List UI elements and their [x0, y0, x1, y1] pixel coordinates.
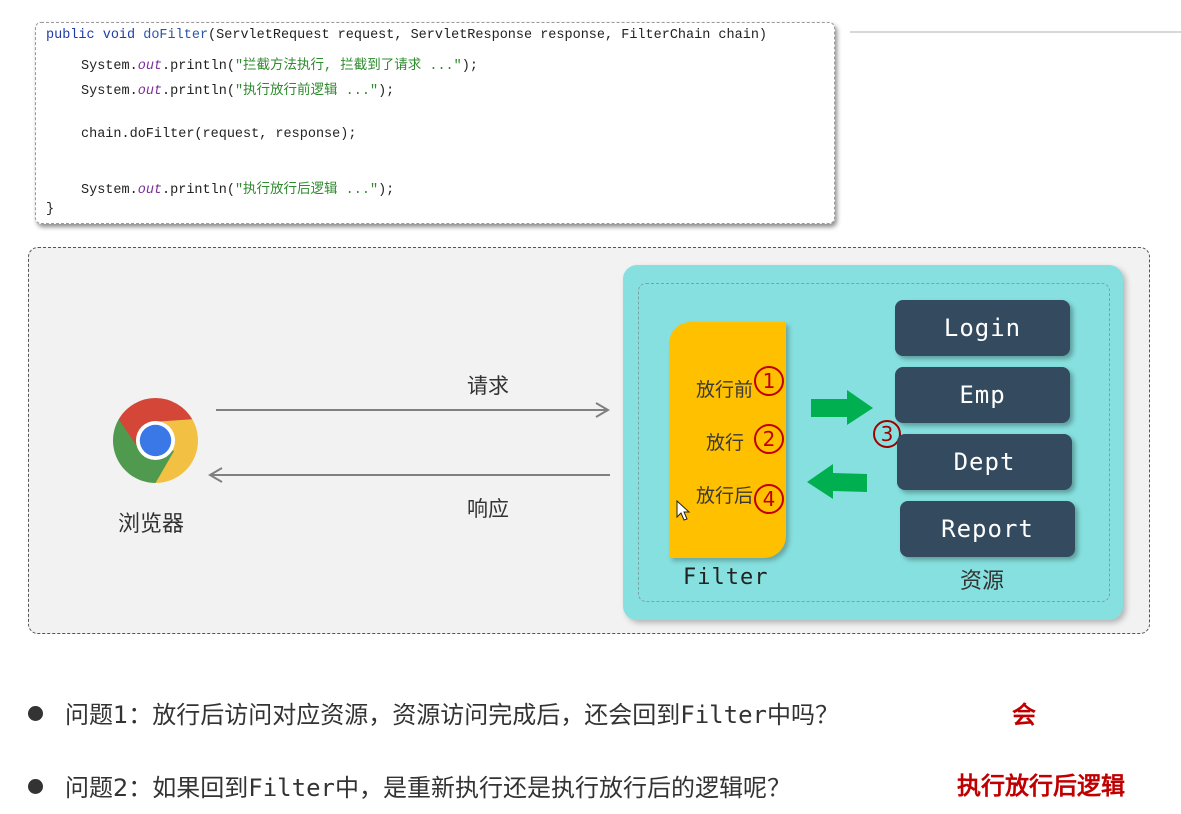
question-2-filter: Filter [248, 774, 335, 802]
bullet-icon [28, 705, 43, 721]
resource-report[interactable]: Report [900, 501, 1075, 557]
code-string: "执行放行前逻辑 ..." [234, 84, 379, 99]
code-string: "拦截方法执行, 拦截到了请求 ..." [234, 59, 462, 74]
bullet-icon [28, 778, 43, 794]
server-inner-frame [638, 283, 1110, 602]
method-name: doFilter [143, 28, 209, 43]
question-1-prefix: 问题1：放行后访问对应资源，资源访问完成后，还会回到 [65, 701, 681, 729]
code-mid: .println( [162, 59, 235, 74]
request-arrow [216, 402, 610, 418]
code-mid: .println( [162, 183, 235, 198]
code-line-3: chain.doFilter(request, response); [81, 127, 357, 142]
code-suffix: ); [461, 59, 478, 74]
chrome-icon [113, 398, 198, 483]
code-closing-brace: } [46, 202, 55, 217]
code-line-2: System.out.println("执行放行前逻辑 ..."); [81, 78, 394, 99]
filter-step-before: 放行前 [696, 379, 754, 401]
code-prefix: System. [81, 84, 138, 99]
resources-label: 资源 [960, 569, 1005, 594]
question-1-filter: Filter [680, 701, 767, 729]
step-number-4: 4 [754, 484, 784, 514]
code-mid: .println( [162, 84, 235, 99]
code-suffix: ); [378, 84, 395, 99]
filter-step-after: 放行后 [696, 485, 754, 507]
code-suffix: ); [378, 183, 395, 198]
step-number-3: 3 [873, 420, 901, 448]
code-out: out [137, 183, 163, 198]
resource-login[interactable]: Login [895, 300, 1070, 356]
browser-label: 浏览器 [118, 512, 185, 537]
question-1: 问题1：放行后访问对应资源，资源访问完成后，还会回到Filter中吗？ [28, 695, 839, 730]
code-line-1: System.out.println("拦截方法执行, 拦截到了请求 ...")… [81, 53, 478, 74]
question-2: 问题2：如果回到Filter中，是重新执行还是执行放行后的逻辑呢？ [28, 768, 791, 803]
response-arrow [208, 467, 610, 483]
keyword-void: void [102, 28, 136, 43]
response-label: 响应 [467, 497, 509, 521]
code-snippet: public void doFilter(ServletRequest requ… [35, 22, 835, 224]
code-string: "执行放行后逻辑 ..." [234, 183, 379, 198]
step-number-1: 1 [754, 366, 784, 396]
answer-2: 执行放行后逻辑 [957, 772, 1125, 800]
step-number-2: 2 [754, 424, 784, 454]
green-arrow-left-icon [807, 464, 867, 499]
answer-1: 会 [1012, 701, 1036, 729]
resource-emp[interactable]: Emp [895, 367, 1070, 423]
question-1-suffix: 中吗？ [766, 701, 839, 729]
question-2-suffix: 中，是重新执行还是执行放行后的逻辑呢？ [334, 774, 791, 802]
method-params: (ServletRequest request, ServletResponse… [208, 28, 768, 43]
filter-label: Filter [683, 565, 769, 590]
code-line-4: System.out.println("执行放行后逻辑 ..."); [81, 177, 394, 198]
resource-dept[interactable]: Dept [897, 434, 1072, 490]
code-out: out [137, 59, 163, 74]
code-signature: public void doFilter(ServletRequest requ… [46, 28, 767, 43]
mouse-cursor-icon [676, 500, 691, 521]
code-out: out [137, 84, 163, 99]
keyword-public: public [46, 28, 95, 43]
divider [850, 31, 1181, 33]
green-arrow-right-icon [811, 390, 873, 425]
filter-step-pass: 放行 [706, 432, 745, 454]
code-prefix: System. [81, 183, 138, 198]
code-prefix: System. [81, 59, 138, 74]
request-label: 请求 [467, 374, 509, 398]
question-2-prefix: 问题2：如果回到 [65, 774, 249, 802]
